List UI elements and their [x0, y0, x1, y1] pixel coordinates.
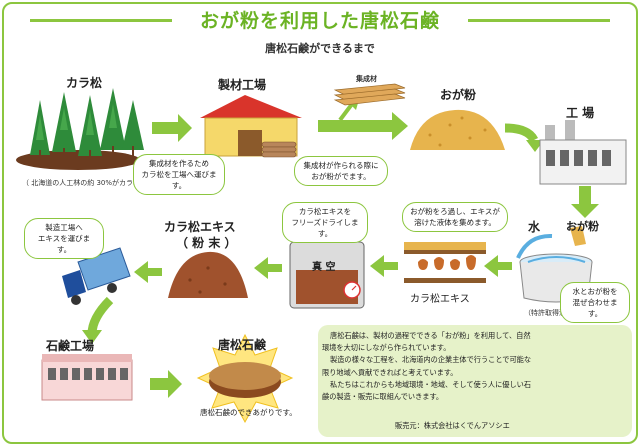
bubble-mix: 水とおが粉を混ぜ合わせます。 — [560, 282, 630, 323]
arrow-6 — [370, 255, 398, 277]
label-shuseizai: 集成材 — [356, 75, 377, 83]
page-subtitle: 唐松石鹸ができるまで — [265, 42, 375, 55]
title-rule-left — [30, 19, 172, 22]
label-patent: （特許取得済） — [524, 309, 573, 317]
label-extract: カラ松エキス — [410, 294, 470, 305]
filter-illustration — [404, 242, 486, 283]
arrow-2-branch — [338, 102, 354, 122]
extract-powder-illustration — [168, 251, 248, 298]
vacuum-chamber-illustration — [289, 232, 365, 309]
info-box — [318, 325, 632, 437]
bubble-filter: おが粉をろ過し、エキスが溶けた液体を集めます。 — [402, 202, 508, 232]
label-powder-2: （ 粉 末 ） — [176, 236, 237, 250]
page-title: おが粉を利用した唐松石鹸 — [199, 10, 440, 32]
info-credit: 販売元：株式会社はくでんアソシエ — [395, 421, 510, 430]
title-rule-right — [468, 19, 610, 22]
bubble-deliver: 製造工場へエキスを運びます。 — [24, 218, 104, 259]
label-karamatsu: カラ松 — [66, 76, 103, 90]
laminated-wood-illustration — [333, 83, 406, 106]
arrow-8 — [134, 261, 162, 283]
label-vacuum: 真 空 — [312, 262, 336, 273]
factory-illustration — [539, 120, 627, 185]
bubble-freeze-dry: カラ松エキスをフリーズドライします。 — [282, 202, 368, 243]
label-soap: 唐松石鹸 — [218, 338, 267, 352]
label-powder-1: カラ松エキス — [164, 220, 236, 234]
larch-trees-illustration — [16, 88, 144, 170]
label-ogako: おが粉 — [440, 88, 477, 102]
arrow-5 — [484, 255, 512, 277]
sawmill-illustration — [200, 95, 302, 158]
arrow-9 — [87, 296, 114, 335]
arrow-10 — [150, 370, 182, 398]
arrow-3 — [504, 123, 539, 143]
arrow-4 — [571, 186, 599, 218]
bubble-sawmill-transport: 集成材を作るためカラ松を工場へ運びます。 — [133, 154, 225, 195]
soap-factory-illustration — [41, 354, 133, 401]
info-paragraph-2: 製造の様々な工程を、北海道内の企業主体で行うことで可能な限り地域へ貢献できればと… — [322, 355, 532, 377]
arrow-2 — [318, 112, 408, 140]
label-karamatsu-note: （ 北海道の人工林の約 30%がカラ松 ） — [22, 179, 150, 187]
label-water: 水 — [528, 220, 541, 234]
label-ogako-small: おが粉 — [566, 220, 599, 233]
soap-illustration — [196, 333, 294, 424]
label-sawmill: 製材工場 — [218, 78, 267, 92]
info-paragraph-3: 私たちはこれからも地域環境・地域、そして使う人に優しい石鹸の製造・販売に取組んで… — [322, 379, 532, 402]
bubble-ogako-made: 集成材が作られる際におが粉がでます。 — [294, 156, 388, 186]
arrow-7 — [254, 257, 282, 279]
label-factory: 工 場 — [566, 106, 595, 120]
label-soap-factory: 石鹸工場 — [46, 339, 95, 353]
info-paragraph-1: 唐松石鹸は、製材の過程でできる「おが粉」を利用して、自然環境を大切にしながら作ら… — [322, 331, 531, 353]
sawdust-pile-illustration — [410, 109, 505, 150]
label-soap-done: 唐松石鹸のできあがりです。 — [200, 408, 297, 417]
arrow-1 — [152, 114, 192, 142]
info-text: 唐松石鹸は、製材の過程でできる「おが粉」を利用して、自然環境を大切にしながら作ら… — [322, 330, 532, 403]
